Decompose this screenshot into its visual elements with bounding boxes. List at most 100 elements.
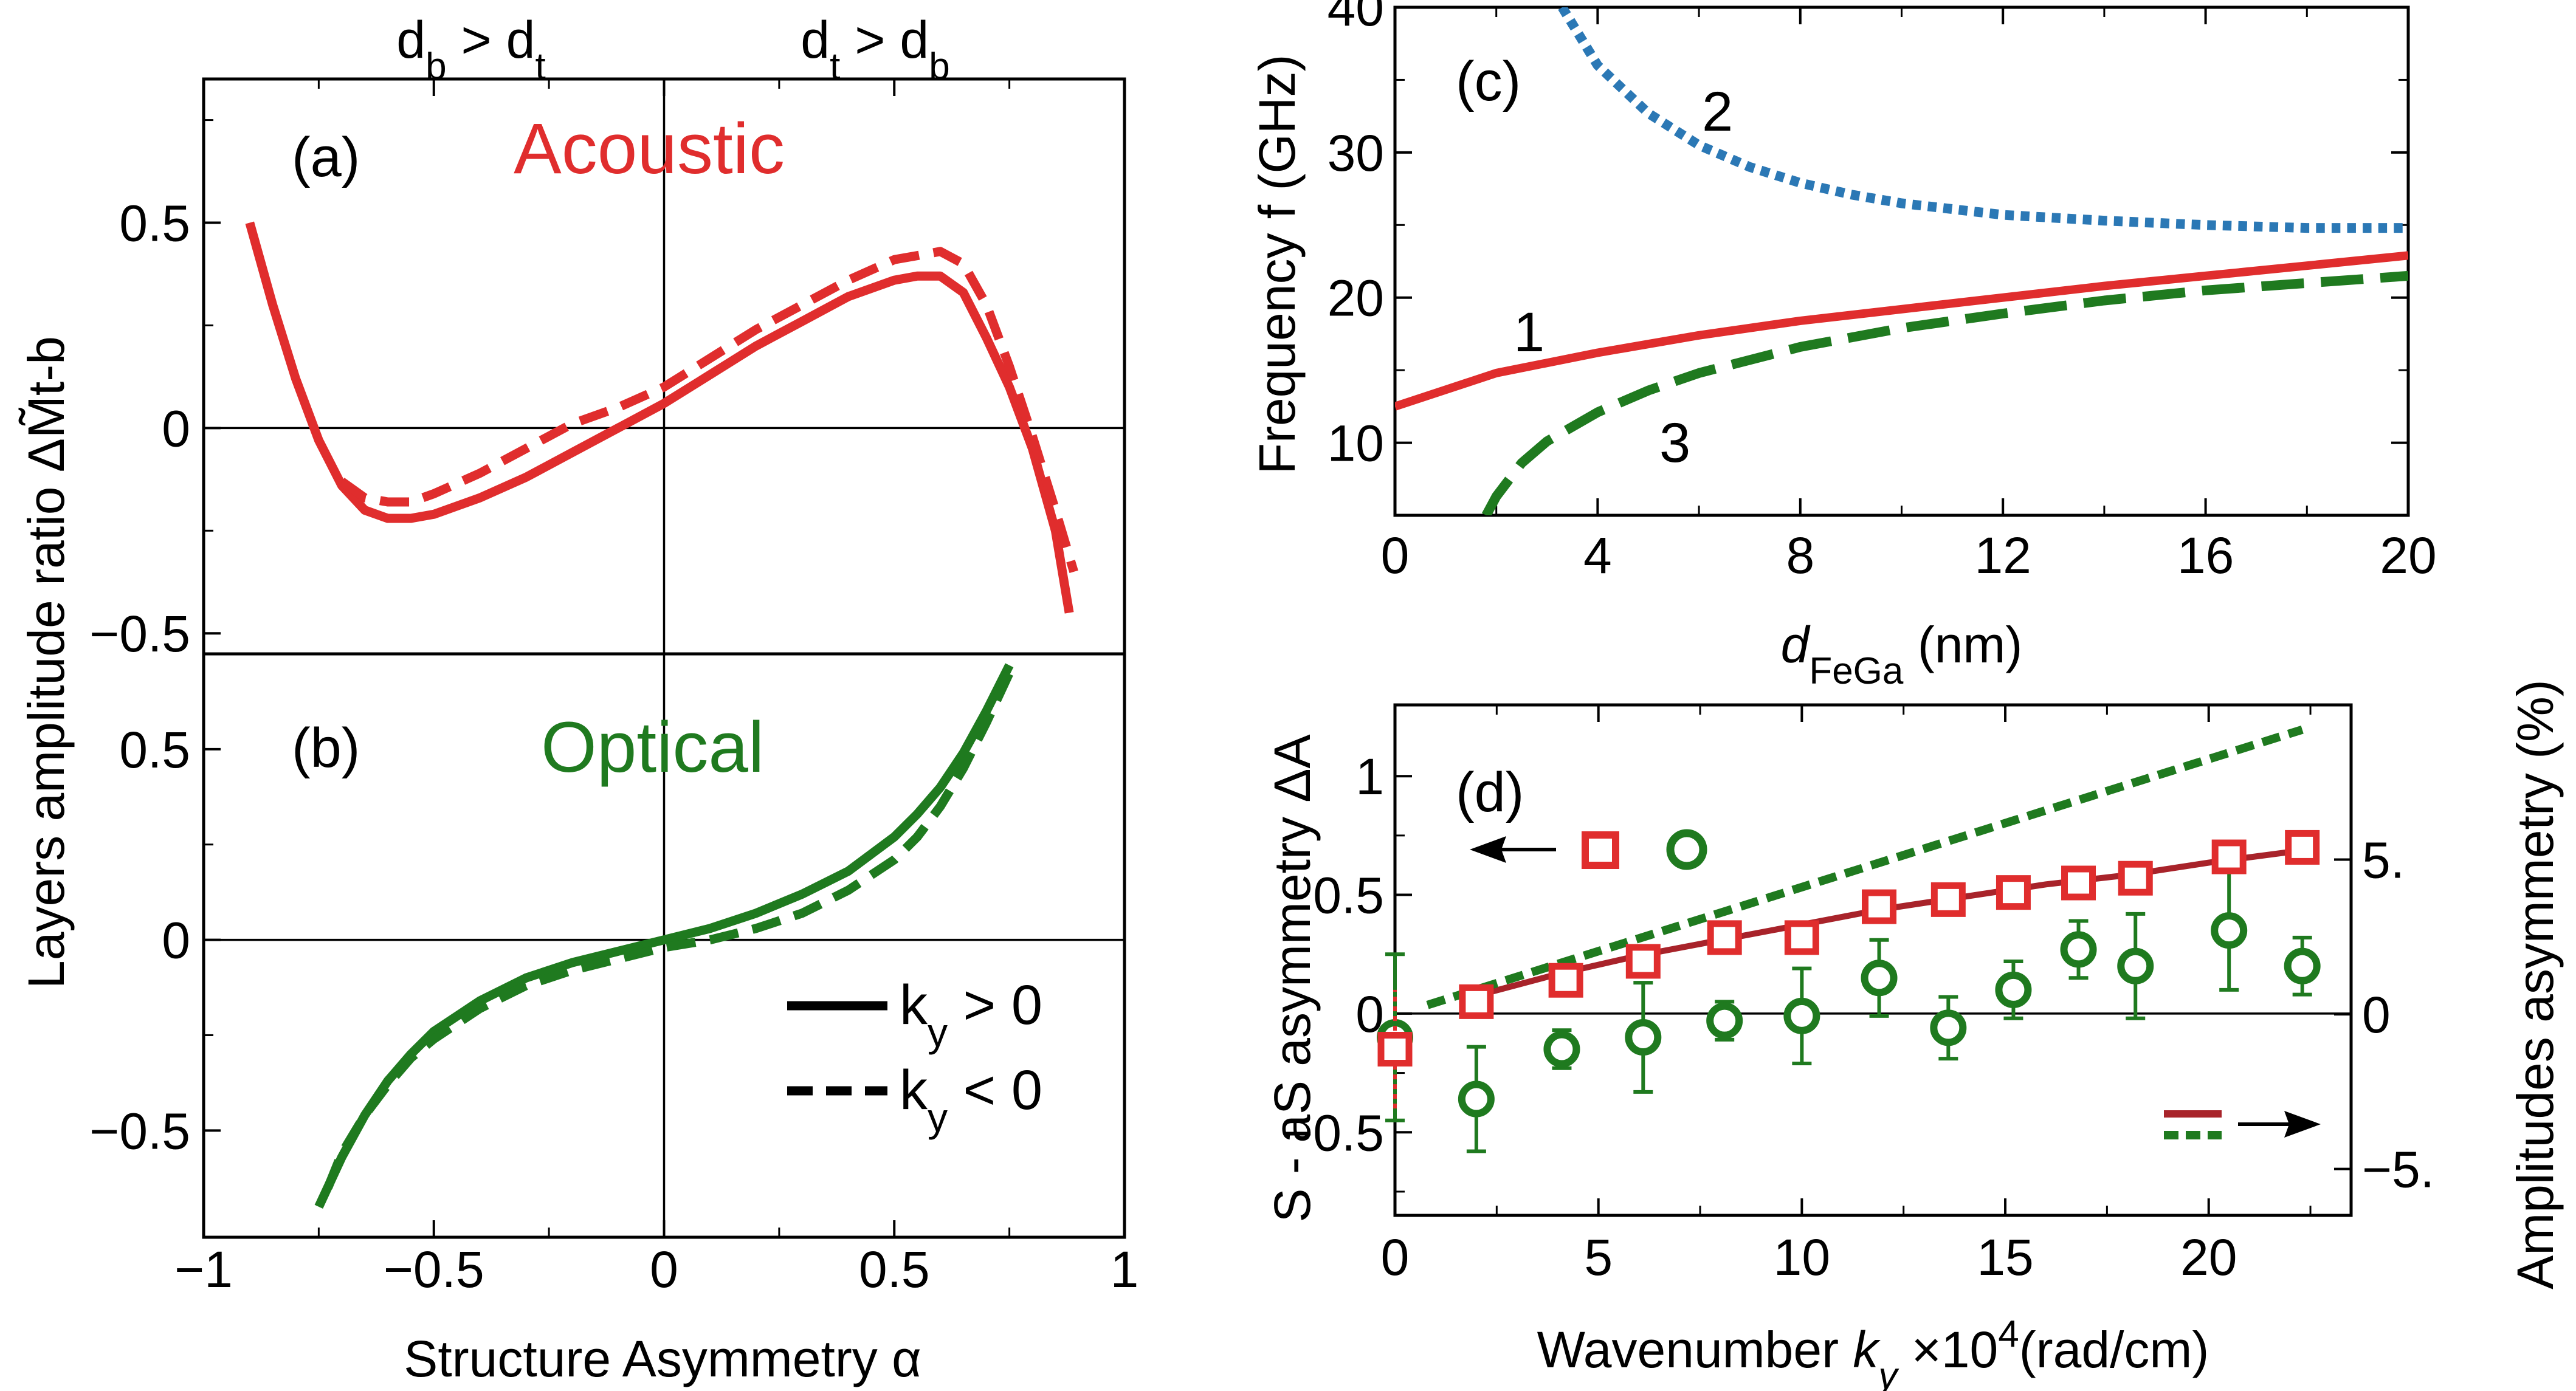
panel-d-legend-circle [1666,829,1707,870]
panel-d-ytick-right-label: 0 [2362,986,2391,1043]
panel-a-curve-dashed [339,247,1078,574]
legend-k: k [900,1059,928,1121]
panel-d-circle-marker [1995,971,2032,1008]
panel-d-ylabel-right: Amplitudes asymmetry (%) [2507,679,2564,1290]
panel-d-ytick-right-label: −5. [2362,1141,2434,1198]
legend-rest: < 0 [948,1059,1042,1121]
panel-ab-xlabel: Structure Asymmetry α [404,1330,921,1387]
panel-d-circle-marker [1861,960,1898,997]
top-label-sub: t [830,46,840,88]
panel-d-square-marker [1625,944,1661,979]
panel-b-ytick-label: −0.5 [89,1102,190,1159]
panel-c-xtick-label: 0 [1381,527,1410,584]
panel-d-square-marker [2061,865,2096,901]
panel-d-ytick-label: 1 [1355,748,1384,805]
panel-d-xtick-label: 5 [1584,1229,1613,1286]
panel-a-curve-solid [245,221,1074,614]
panel-d-circle-marker [1543,1031,1580,1068]
panel-d-square-marker [1459,984,1494,1019]
panel-a-ytick-label: 0 [162,400,190,457]
panel-c-ylabel: Frequency f (GHz) [1248,55,1306,475]
panel-c-label: (c) [1456,50,1521,112]
panel-d-xlabel-sub: y [1876,1355,1899,1391]
panel-d-circle-marker [1458,1080,1495,1118]
panel-d-label: (d) [1456,761,1524,823]
panel-d-left-arrow-head [1470,836,1506,863]
top-label-sub: b [425,46,446,88]
panel-d-square-marker [2285,829,2320,865]
panel-d-square-marker [2118,860,2153,896]
legend-sub: y [928,1095,948,1140]
top-label-mid: > d [840,11,929,69]
panel-d-square-marker [1548,963,1583,998]
panel-d-xlabel-mult: ×10 [1897,1321,1998,1378]
panel-d-circle-marker [1625,1018,1662,1056]
panel-d-xtick-label: 20 [2180,1229,2237,1286]
panel-c-ytick-label: 30 [1328,125,1384,182]
panel-b-xtick-label: 1 [1111,1241,1139,1298]
panel-c-ytick-label: 20 [1328,270,1384,327]
panel-d-circle-marker [1930,1009,1967,1046]
panel-d-xtick-label: 15 [1977,1229,2033,1286]
panel-a-ytick-label: 0.5 [119,195,190,252]
panel-c-xlabel-d: d [1781,616,1811,673]
top-label-d: d [396,11,425,69]
panel-c-curve-label-2: 2 [1702,81,1733,143]
panel-d-markers [1377,829,2321,1153]
panel-b-title: Optical [541,707,764,788]
panel-c-xtick-label: 12 [1974,527,2031,584]
panel-a-ytick-label: −0.5 [89,605,190,662]
panel-b-xtick-label: 0.5 [859,1241,930,1298]
top-label-sub: b [929,46,949,88]
panel-c-xtick-label: 16 [2177,527,2234,584]
panel-d-xlabel: Wavenumber ky ×104(rad/cm) [1537,1313,2209,1391]
panel-c-curve-2 [1558,7,2408,233]
panel-d-xlabel-unit: (rad/cm) [2019,1321,2209,1378]
panel-d-legend-square [1582,831,1619,869]
panel-b-ytick-label: 0 [162,912,190,969]
panel-d-square-marker [1707,920,1742,955]
panel-d-circle-marker [2117,947,2154,984]
panel-d-circle-marker [2284,947,2321,984]
panel-d-xlabel-exp: 4 [1998,1313,2019,1355]
panel-d-xtick-label: 0 [1381,1229,1410,1286]
panel-b-xtick-label: −1 [174,1241,233,1298]
top-label-d: d [801,11,830,69]
top-label-db-gt-dt: db > dt [396,11,545,88]
panel-d-square-marker [1996,875,2031,910]
panel-c-xlabel-unit: (nm) [1903,616,2022,673]
panel-d-square-marker [1862,889,1897,924]
panel-a-label: (a) [292,126,360,188]
panel-d-ytick-label: 0.5 [1313,867,1384,924]
panel-a-title: Acoustic [514,109,785,189]
panel-c-curves [1395,7,2408,515]
panel-d-ytick-right-label: 5. [2362,832,2405,889]
panel-ab-ylabel: Layers amplitude ratio ΔM̃t-b [18,336,75,989]
panel-d-ylabel: S - aS asymmetry ΔA [1264,735,1321,1223]
legend-ky-pos: ky > 0 [900,974,1042,1055]
panel-b-label: (b) [292,717,360,779]
panel-d-right-arrow-head [2284,1111,2321,1138]
panel-c-xlabel: dFeGa (nm) [1781,616,2023,692]
panel-c-xtick-label: 8 [1786,527,1814,584]
top-label-mid: > d [447,11,536,69]
panel-c-curve-label-1: 1 [1514,301,1545,363]
top-label-sub: t [535,46,545,88]
panel-c-curve-label-3: 3 [1659,412,1690,474]
panel-d-circle-marker [1706,1002,1743,1039]
panel-d-circle-marker [2211,912,2248,949]
panel-b-curve-dashed [323,671,1014,1190]
legend-sub: y [928,1010,948,1055]
panel-b-xtick-label: −0.5 [384,1241,484,1298]
panel-c-ytick-label: 40 [1328,0,1384,36]
panel-c-curve-3 [1481,270,2408,515]
panel-c-xtick-label: 4 [1583,527,1612,584]
panel-d-square-marker [2211,839,2247,874]
panel-d-xlabel-main: Wavenumber [1537,1321,1853,1378]
panel-d-circle-marker [1783,997,1820,1034]
